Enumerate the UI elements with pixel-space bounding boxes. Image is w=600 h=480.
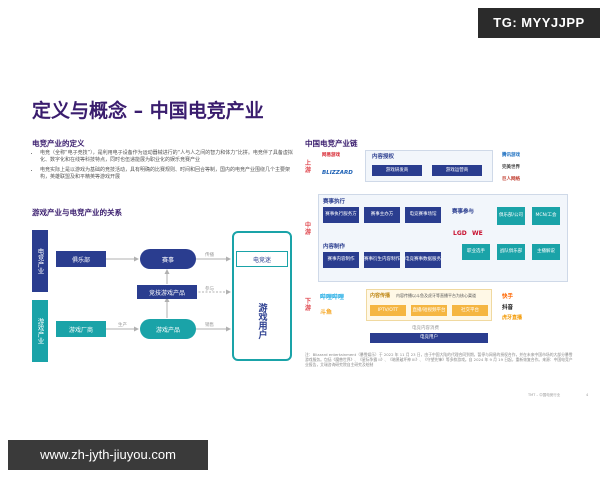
event-participate-title: 赛事参与: [452, 209, 475, 215]
broadcast-desc: 内容传播以斗鱼及虎牙等直播平台为核心渠道: [396, 293, 476, 298]
sell-arrow-label: 销售: [205, 323, 214, 328]
broadcast-title: 内容传播: [370, 293, 391, 299]
kuaishou-logo: 快手: [502, 294, 514, 300]
social-box: 社交平台: [452, 305, 488, 316]
event-venue-box: 电竞赛事场馆: [405, 207, 441, 223]
we-logo: WE: [472, 230, 483, 237]
game-industry-label: 游戏产业: [32, 300, 48, 362]
page-footer: TMT – 中国电竞行业: [528, 393, 561, 397]
event-ops-box: 赛事执行服务方: [323, 207, 359, 223]
definition-bullet-1: 电竞（全称“电子竞技”），是利用电子设备作为运动器械进行的“人与人之间的智力和体…: [40, 150, 294, 164]
midstream-panel: [318, 194, 568, 282]
relation-arrows: [106, 256, 231, 332]
game-dev-box: 游戏研发商: [372, 165, 422, 176]
club-box: 俱乐部: [56, 251, 106, 267]
team-club-box: 战队俱乐部: [497, 244, 525, 260]
perfect-world-logo: 完美世界: [502, 165, 520, 170]
definition-bullet-2: 电竞实际上是以游戏为基础的竞技活动，具有明确的比赛规则、时间和回合等制，国内的电…: [40, 167, 294, 181]
game-users-label: 游戏用户: [256, 303, 267, 339]
iptv-box: IPTV/OTT: [370, 305, 406, 316]
broadcast-arrow-label: 传播: [205, 253, 214, 258]
live-short-box: 直播/短视频平台: [411, 305, 447, 316]
content-license-title: 内容授权: [372, 154, 395, 160]
huya-logo: 虎牙直播: [502, 315, 523, 321]
page-title: 定义与概念 – 中国电竞产业: [32, 100, 264, 122]
game-ops-box: 游戏运营商: [432, 165, 482, 176]
esports-fans-box-inner: 电竞迷: [236, 251, 288, 267]
esports-industry-label: 电竞产业: [32, 230, 48, 292]
mcn-box: MCN/工会: [532, 207, 560, 225]
produce-arrow-label: 生产: [118, 323, 127, 328]
participate-arrow-label: 参与: [205, 287, 214, 292]
relation-heading: 游戏产业与电竞产业的关系: [32, 208, 122, 217]
streamer-box: 主播解说: [532, 244, 560, 260]
competitive-product-box: 竞技游戏产品: [137, 285, 197, 299]
definition-heading: 电竞产业的定义: [32, 139, 85, 148]
upstream-label: 上游: [304, 160, 311, 174]
lgd-logo: LGD: [453, 230, 467, 237]
content-consume-label: 电竞内容消费: [412, 326, 439, 331]
definition-bullets: 电竞（全称“电子竞技”），是利用电子设备作为运动器械进行的“人与人之间的智力和体…: [32, 150, 294, 181]
esports-users-bar: 电竞用户: [370, 333, 488, 343]
midstream-label: 中游: [304, 222, 311, 236]
telegram-watermark: TG: MYYJJPP: [478, 8, 600, 38]
pro-player-box: 职业选手: [462, 244, 490, 260]
club-ops-box: 俱乐部/公司: [497, 207, 525, 225]
chain-footnote: 注：Blizzard entertainment（暴雪娱乐）于 2022 年 1…: [305, 352, 573, 367]
game-product-oval: 游戏产品: [140, 319, 196, 339]
content-producer-box: 赛事内容制作: [323, 252, 359, 268]
blizzard-logo: BLIZZARD: [322, 170, 353, 176]
event-oval: 赛事: [140, 249, 196, 269]
page-number: 4: [586, 393, 589, 397]
bilibili-logo: 哔哩哔哩: [320, 294, 345, 301]
netease-logo: 网易游戏: [322, 153, 340, 158]
content-host-box: 赛事衍生内容制作: [364, 252, 400, 268]
downstream-label: 下游: [304, 298, 311, 312]
content-prod-title: 内容制作: [323, 244, 346, 250]
event-exec-title: 赛事执行: [323, 199, 346, 205]
giant-logo: 巨人网络: [502, 177, 520, 182]
douyin-logo: 抖音: [502, 305, 514, 311]
douyu-logo: 斗鱼: [320, 309, 333, 316]
website-watermark: www.zh-jyth-jiuyou.com: [8, 440, 208, 470]
tencent-logo: 腾讯游戏: [502, 153, 520, 158]
chain-heading: 中国电竞产业链: [305, 139, 358, 148]
developer-box: 游戏厂商: [56, 321, 106, 337]
event-host-box: 赛事主办方: [364, 207, 400, 223]
data-service-box: 电竞赛事数据服务: [405, 252, 441, 268]
